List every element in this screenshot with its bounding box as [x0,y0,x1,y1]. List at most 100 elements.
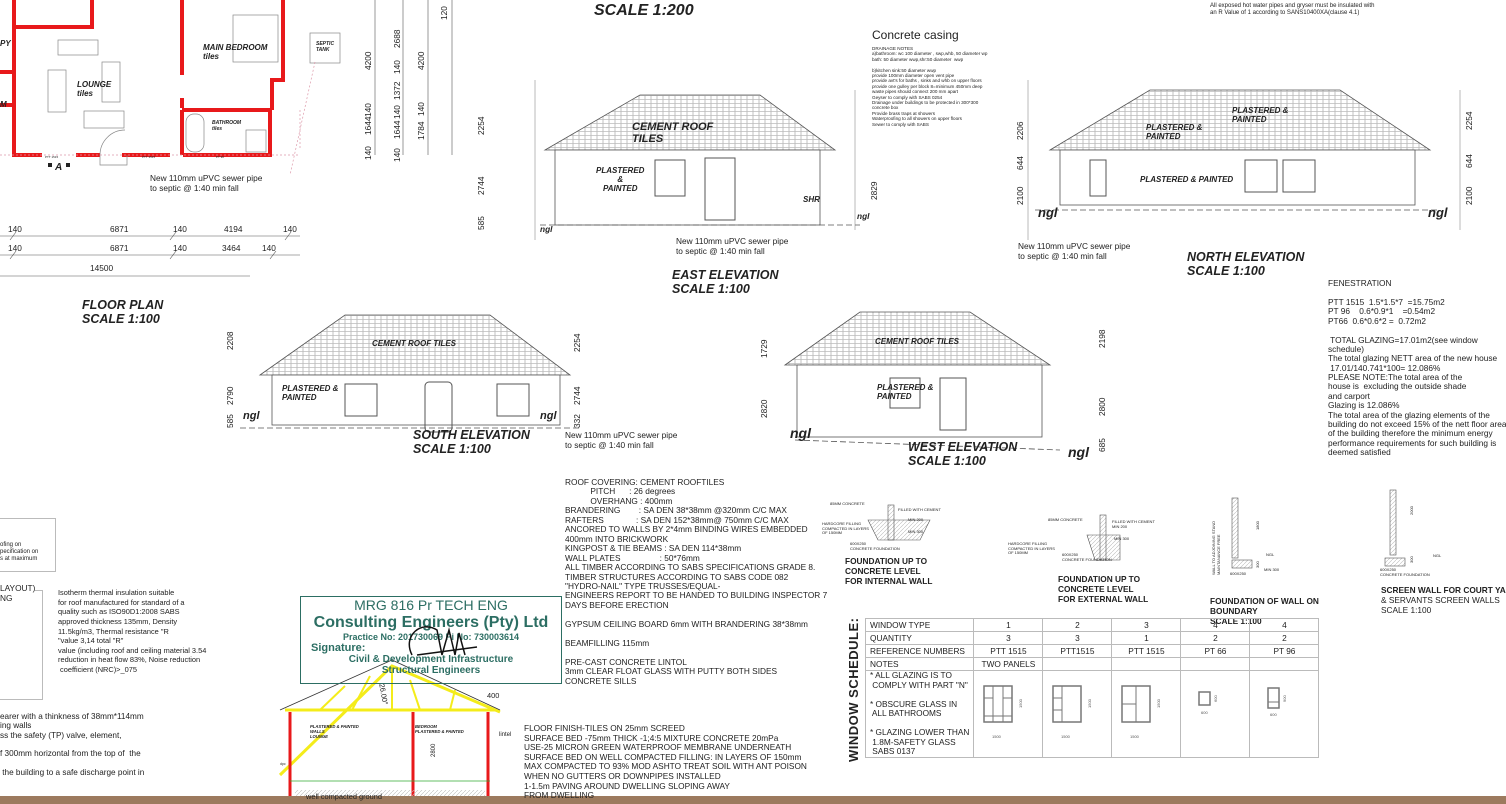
dim: 1729 [759,339,769,358]
left-bottom-notes: earer with a thinkness of 38mm*114mm ing… [0,712,145,777]
dim: 332 [572,414,582,428]
dim: 140 [392,148,402,162]
roof-notes: ROOF COVERING: CEMENT ROOFTILES PITCH : … [565,477,828,686]
cell: 2 [1249,631,1320,645]
cell: PTT 1515 [1111,644,1182,658]
stamp-line: Practice No: 201730069 Pi No: 730003614 [342,631,520,642]
foundation-internal-title: FOUNDATION UP TO CONCRETE LEVEL FOR INTE… [845,556,933,586]
layout-box [0,590,43,700]
dim: 2829 [869,181,879,200]
cell: 1 [1111,631,1182,645]
cell: 2 [1042,618,1113,632]
dim: 140 [363,103,373,117]
svg-text:900: 900 [1282,694,1287,701]
section-lounge-label: PLASTERED & PAINTED WALLS LOUNGE [310,724,359,739]
room-lounge: LOUNGE tiles [77,80,112,98]
dim: 1644 [363,116,373,135]
foundation-note: NGL [1433,553,1442,558]
east-elevation-drawing [534,80,860,240]
section-marker: A [55,162,63,173]
photo-edge [0,796,1506,804]
west-elevation-title: WEST ELEVATION SCALE 1:100 [908,440,1018,469]
hot-water-note: All exposed hot water pipes and gryser m… [1210,3,1375,17]
left-note-box-text: ofing on pecification on s at maximum [0,542,39,563]
floor-notes: FLOOR FINISH-TILES ON 25mm SCREED SURFAC… [524,723,807,801]
foundation-note: 2000 [1409,506,1414,515]
cell: PT 66 [1180,644,1251,658]
dim: 2254 [1464,111,1474,130]
svg-text:1500: 1500 [1018,698,1023,708]
svg-text:600: 600 [1201,710,1208,715]
floor-plan-sewer-note: New 110mm uPVC sewer pipe to septic @ 1:… [150,173,263,193]
dim: 2790 [225,386,235,405]
south-roof-label: CEMENT ROOF TILES [372,339,456,348]
window-ref: PT 96 [216,155,224,159]
ngl-label: ngl [1428,205,1448,220]
svg-text:1500: 1500 [1061,734,1071,739]
cell: PTT 1515 [973,644,1044,658]
dim: 2820 [759,399,769,418]
svg-text:1500: 1500 [1087,698,1092,708]
foundation-details [867,489,1406,569]
cell: 4 [1180,618,1251,632]
room-bathroom: BATHROOM tiles [212,120,242,132]
foundation-note: 85MM CONCRETE [1048,517,1083,522]
svg-text:1500: 1500 [1130,734,1140,739]
layout-label: LAYOUT) NG [0,583,36,604]
stamp-line: Consulting Engineers (Pty) Ltd [313,613,549,631]
dim: 140 [173,224,187,234]
dim: 585 [225,414,235,428]
drainage-notes: DRAINAGE NOTES a)bathroom: wc 100 diamet… [872,46,988,127]
south-sewer-note: New 110mm uPVC sewer pipe to septic @ 1:… [565,430,678,450]
east-wall-label: PLASTERED & PAINTED [596,166,645,193]
section-height: 2800 [431,743,437,757]
ngl-label: ngl [243,410,260,422]
dim: 140 [8,243,22,253]
dim: 1644 [392,120,402,139]
north-roof-label-right: PLASTERED & PAINTED [1232,106,1289,124]
floor-plan-dimensions [0,0,453,277]
cell: PTT1515 [1042,644,1113,658]
east-roof-label: CEMENT ROOF TILES [632,121,714,146]
window-ref: PTT 1515 [142,155,156,159]
foundation-note: MIN 300 [908,529,924,534]
room-main-bedroom: MAIN BEDROOM tiles [203,43,268,61]
stamp-line: Civil & Development Infrastructure [348,653,514,665]
ground-label: well compacted ground [306,792,383,801]
lintel-label: lintel [499,732,512,738]
dim: 644 [1015,156,1025,170]
dim: 2744 [476,176,486,195]
dim: 2198 [1097,329,1107,348]
east-elevation-title: EAST ELEVATION SCALE 1:100 [672,268,779,297]
north-sewer-note: New 110mm uPVC sewer pipe to septic @ 1:… [1018,241,1131,261]
ngl-label: ngl [790,425,811,441]
floor-plan [0,0,341,176]
north-elevation-title: NORTH ELEVATION SCALE 1:100 [1187,250,1305,279]
floor-plan-title: FLOOR PLAN SCALE 1:100 [82,298,164,327]
east-sewer-note: New 110mm uPVC sewer pipe to septic @ 1:… [676,236,789,256]
row-label: NOTES [864,657,975,671]
cell: 3 [1042,631,1113,645]
stamp-line: Structural Engineers [381,665,481,677]
cell: 3 [1111,618,1182,632]
engineer-stamp: MRG 816 Pr TECH ENG Consulting Engineers… [300,596,562,684]
north-roof-label-left: PLASTERED & PAINTED [1146,123,1203,141]
room-partial-py: PY [0,39,11,48]
glazing-notes: * ALL GLAZING IS TO COMPLY WITH PART "N"… [864,670,975,758]
dim: 2254 [572,333,582,352]
septic-tank-label: SEPTIC TANK [316,41,335,53]
cell [1111,657,1182,671]
west-roof-label: CEMENT ROOF TILES [875,337,959,346]
total-dim: 14500 [90,263,114,273]
foundation-note: NGL [1266,552,1275,557]
fenestration-title: FENESTRATION [1328,278,1392,288]
stamp-line: MRG 816 Pr TECH ENG [354,597,508,613]
concrete-casing-title: Concrete casing [872,28,959,42]
